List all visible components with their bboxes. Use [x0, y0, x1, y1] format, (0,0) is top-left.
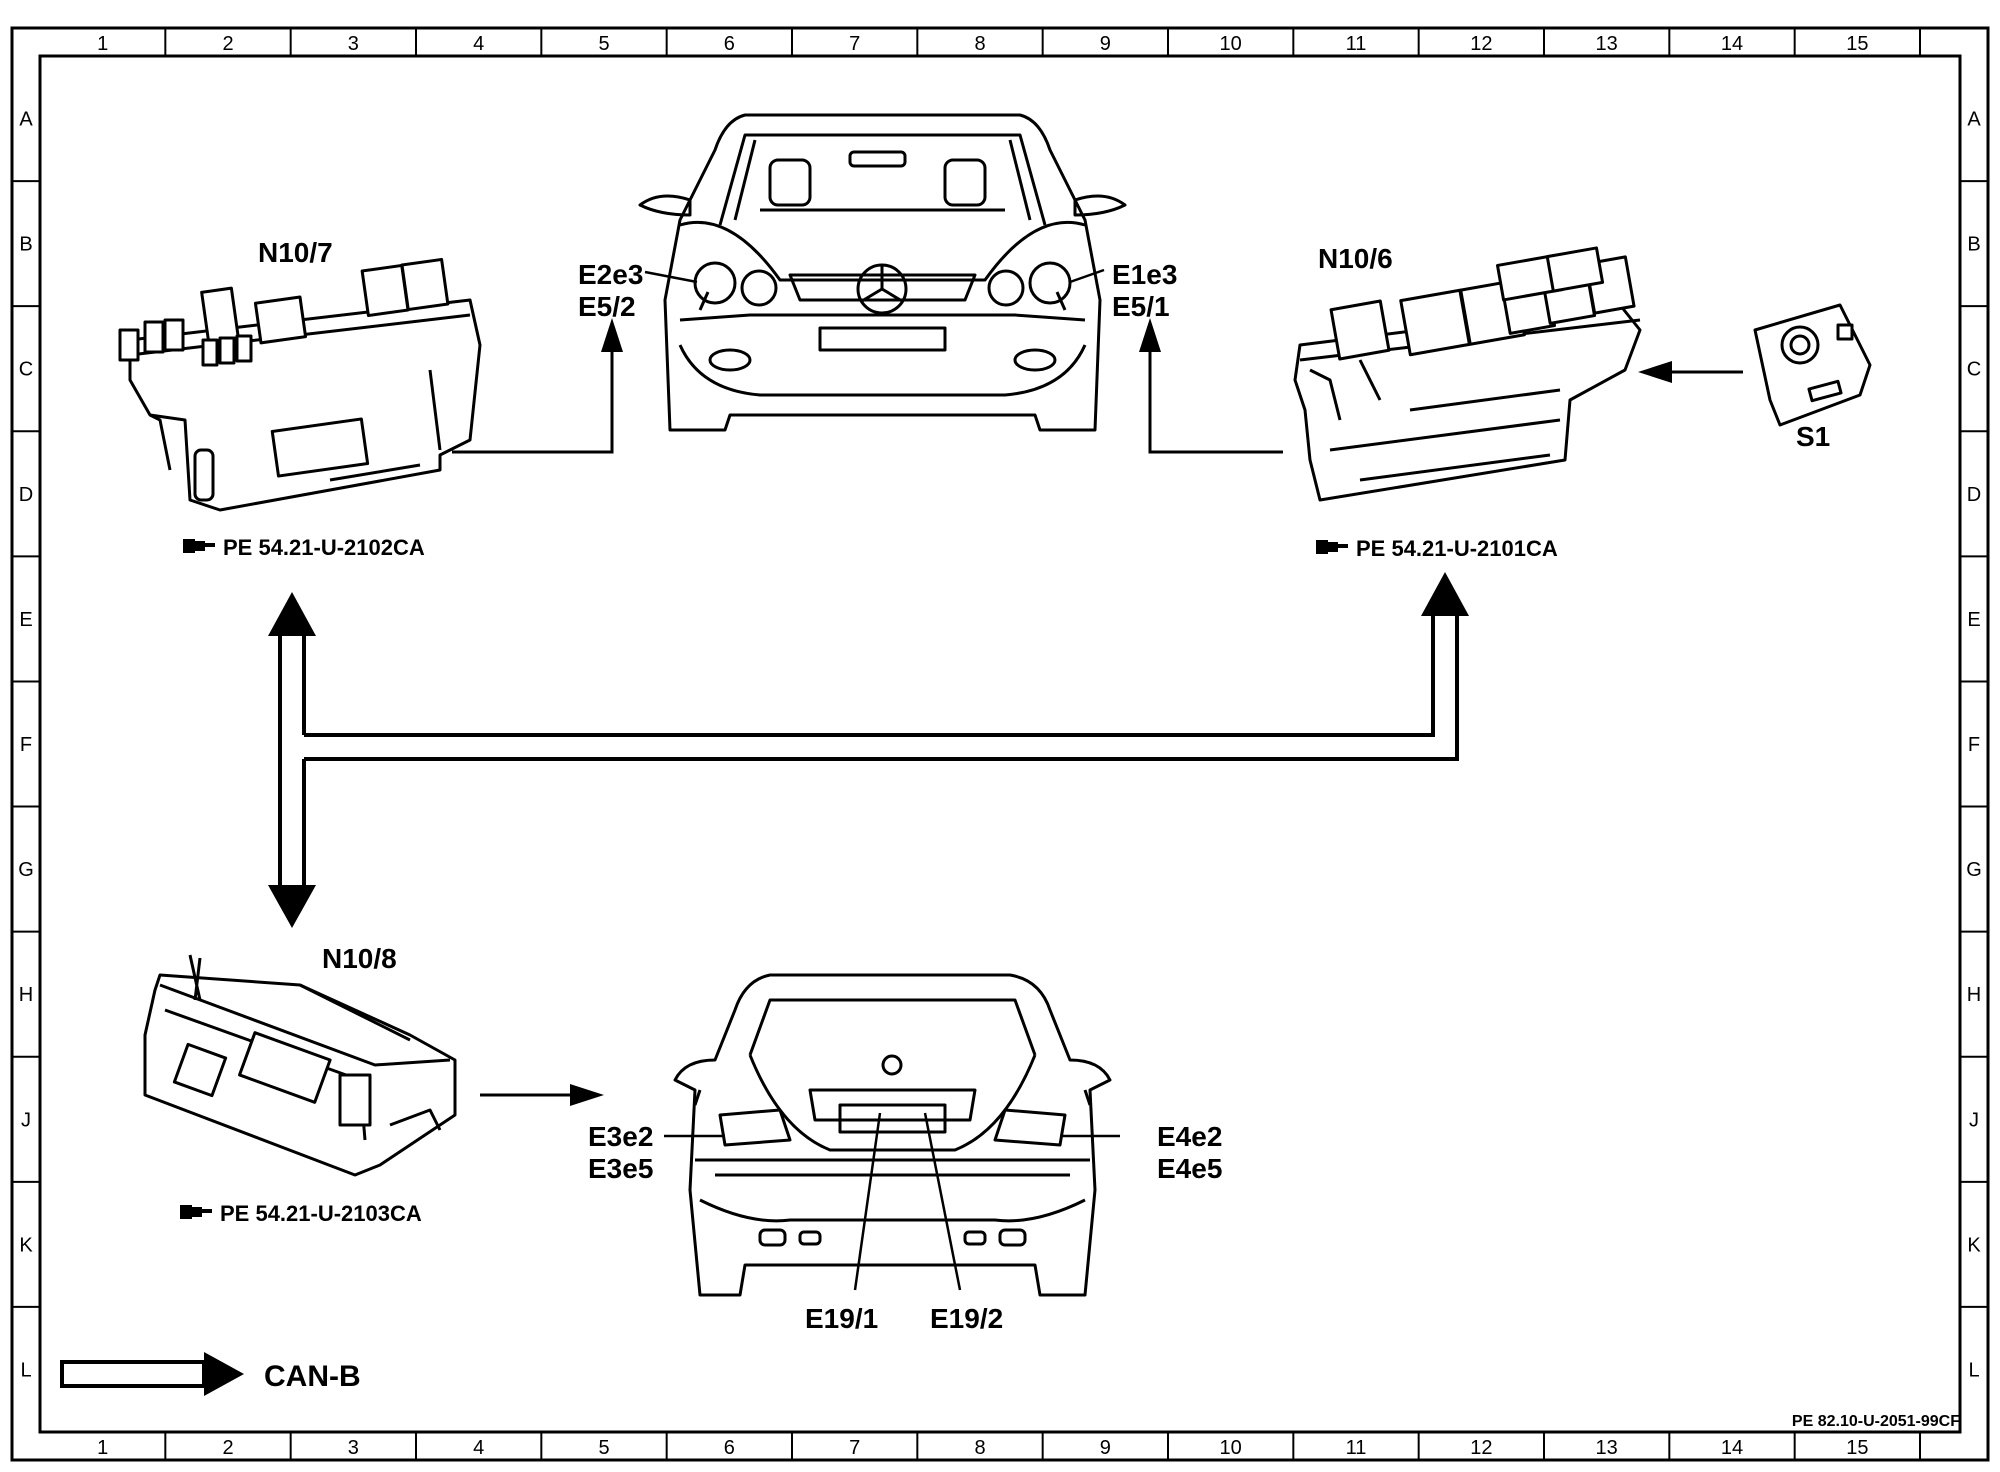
column-label-bottom: 7 [849, 1437, 860, 1459]
module-n10-8-ref-text: PE 54.21-U-2103CA [220, 1201, 422, 1226]
row-label-left: G [18, 859, 34, 881]
column-label-top: 1 [97, 33, 108, 55]
row-label-left: J [21, 1109, 31, 1131]
module-n10-8-label: N10/8 [322, 943, 397, 974]
row-label-right: D [1967, 484, 1981, 506]
light-switch-s1 [1753, 303, 1872, 427]
column-label-top: 10 [1220, 33, 1242, 55]
row-label-left: L [20, 1359, 31, 1381]
row-label-right: G [1966, 859, 1982, 881]
row-label-left: F [20, 734, 32, 756]
row-label-right: H [1967, 984, 1981, 1006]
module-n10-8-ref: PE 54.21-U-2103CA [180, 1201, 422, 1226]
column-label-bottom: 10 [1220, 1437, 1242, 1459]
switch-s1-label: S1 [1796, 421, 1830, 452]
module-n10-7-ref-text: PE 54.21-U-2102CA [223, 535, 425, 560]
rear-left-label-2: E3e5 [588, 1153, 653, 1184]
column-label-bottom: 5 [598, 1437, 609, 1459]
row-label-right: K [1967, 1234, 1981, 1256]
signal-arrows [452, 350, 1743, 1097]
column-label-bottom: 8 [974, 1437, 985, 1459]
column-label-bottom: 6 [724, 1437, 735, 1459]
module-n10-7-label: N10/7 [258, 237, 333, 268]
front-left-label-1: E2e3 [578, 259, 643, 290]
column-label-top: 15 [1846, 33, 1868, 55]
column-label-top: 14 [1721, 33, 1743, 55]
front-car-callouts [644, 268, 1105, 284]
can-b-bus [268, 572, 1469, 928]
can-b-legend: CAN-B [60, 1352, 361, 1396]
column-label-top: 6 [724, 33, 735, 55]
module-n10-7 [118, 257, 482, 512]
front-right-label-1: E1e3 [1112, 259, 1177, 290]
row-label-right: F [1968, 734, 1980, 756]
column-label-bottom: 4 [473, 1437, 484, 1459]
column-label-top: 12 [1470, 33, 1492, 55]
row-label-right: A [1967, 109, 1981, 131]
column-label-top: 7 [849, 33, 860, 55]
row-label-right: J [1969, 1109, 1979, 1131]
column-label-bottom: 13 [1596, 1437, 1618, 1459]
module-n10-7-ref: PE 54.21-U-2102CA [183, 535, 425, 560]
pointing-hand-icon [183, 539, 215, 553]
document-reference: PE 82.10-U-2051-99CF [1792, 1413, 1960, 1430]
column-label-top: 13 [1596, 33, 1618, 55]
column-label-bottom: 11 [1346, 1437, 1367, 1459]
rear-car-illustration [673, 973, 1112, 1297]
column-label-top: 9 [1100, 33, 1111, 55]
pointing-hand-icon [1316, 540, 1348, 554]
row-label-right: L [1968, 1359, 1979, 1381]
signal-arrowheads [570, 318, 1672, 1106]
module-n10-6 [1293, 246, 1642, 502]
column-label-bottom: 12 [1470, 1437, 1492, 1459]
front-left-label-2: E5/2 [578, 291, 636, 322]
drawing-frame [10, 26, 1990, 1462]
can-b-legend-label: CAN-B [264, 1360, 361, 1393]
column-label-top: 3 [348, 33, 359, 55]
column-label-top: 4 [473, 33, 484, 55]
column-label-bottom: 15 [1846, 1437, 1868, 1459]
module-n10-6-label: N10/6 [1318, 243, 1393, 274]
rear-bottom-label-right: E19/2 [930, 1303, 1003, 1334]
column-label-bottom: 9 [1100, 1437, 1111, 1459]
rear-right-label-1: E4e2 [1157, 1121, 1222, 1152]
row-label-left: H [19, 984, 33, 1006]
column-label-bottom: 14 [1721, 1437, 1743, 1459]
module-n10-6-ref-text: PE 54.21-U-2101CA [1356, 536, 1558, 561]
column-label-bottom: 1 [97, 1437, 108, 1459]
column-ruler: 1122334455667788991010111112121313141415… [97, 28, 1921, 1460]
row-ruler: A A B B C C D D E E F F G G H H J J K K L L [12, 109, 1988, 1381]
rear-right-label-2: E4e5 [1157, 1153, 1222, 1184]
column-label-bottom: 2 [222, 1437, 233, 1459]
module-n10-6-ref: PE 54.21-U-2101CA [1316, 536, 1558, 561]
row-label-right: B [1967, 234, 1980, 256]
column-label-top: 8 [974, 33, 985, 55]
row-label-left: D [19, 484, 33, 506]
column-label-top: 5 [598, 33, 609, 55]
column-label-top: 11 [1346, 33, 1367, 55]
rear-left-label-1: E3e2 [588, 1121, 653, 1152]
row-label-right: E [1967, 609, 1980, 631]
row-label-left: B [19, 234, 32, 256]
row-label-right: C [1967, 359, 1981, 381]
front-car-illustration [638, 113, 1127, 432]
row-label-left: K [19, 1234, 33, 1256]
row-label-left: C [19, 359, 33, 381]
row-label-left: E [19, 609, 32, 631]
pointing-hand-icon [180, 1205, 212, 1219]
row-label-left: A [19, 109, 33, 131]
column-label-top: 2 [222, 33, 233, 55]
module-n10-8 [143, 954, 457, 1177]
rear-bottom-label-left: E19/1 [805, 1303, 878, 1334]
rear-car-callouts [664, 1112, 1120, 1291]
front-right-label-2: E5/1 [1112, 291, 1170, 322]
column-label-bottom: 3 [348, 1437, 359, 1459]
